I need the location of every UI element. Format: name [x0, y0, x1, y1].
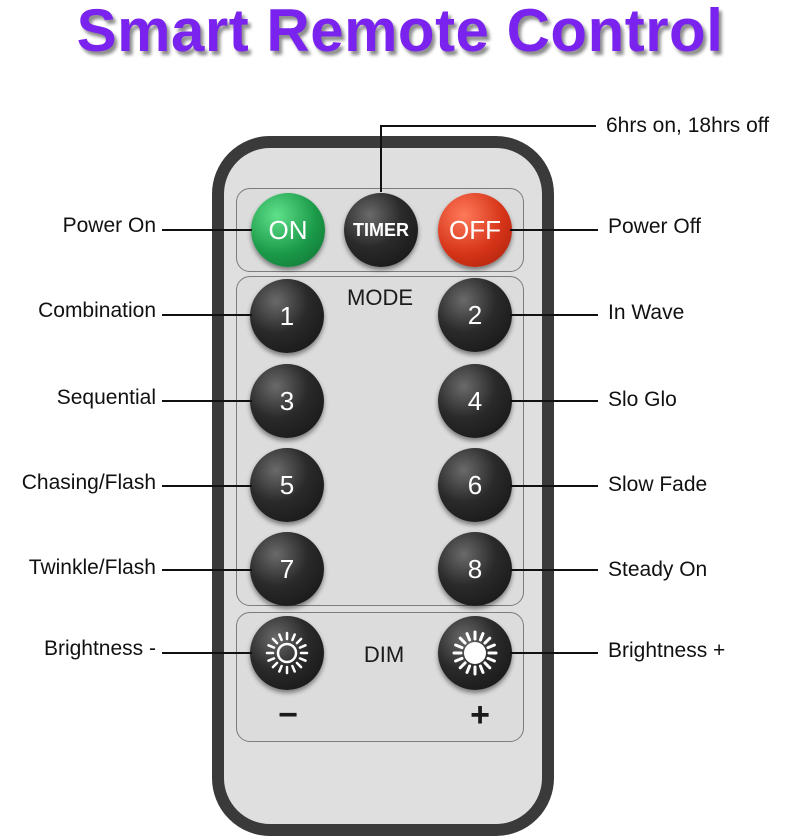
mode-5-button[interactable]: 5 — [250, 448, 324, 522]
timer-callout-vertical — [380, 126, 382, 192]
in-wave-callout-label: In Wave — [608, 301, 685, 324]
power-off-label: OFF — [449, 214, 501, 245]
mode-3-number: 3 — [279, 385, 295, 416]
steady-on-callout-line — [510, 569, 598, 571]
page-title: Smart Remote Control — [76, 0, 724, 64]
brightness-minus-button[interactable] — [250, 616, 324, 690]
mode-7-button[interactable]: 7 — [250, 532, 324, 606]
mode-2-button[interactable]: 2 — [438, 278, 512, 352]
brightness-minus-callout-label: Brightness - — [43, 637, 156, 660]
brightness-plus-callout-label: Brightness + — [608, 639, 726, 662]
slo-glo-callout-label: Slo Glo — [608, 388, 677, 411]
mode-7-number: 7 — [279, 553, 295, 584]
power-off-callout-label: Power Off — [608, 215, 701, 238]
mode-1-number: 1 — [279, 300, 295, 331]
timer-label: TIMER — [353, 219, 409, 240]
in-wave-callout-line — [510, 314, 598, 316]
timer-button[interactable]: TIMER — [344, 193, 418, 267]
mode-4-button[interactable]: 4 — [438, 364, 512, 438]
mode-2-number: 2 — [467, 299, 483, 330]
mode-6-button[interactable]: 6 — [438, 448, 512, 522]
dim-label: DIM — [363, 642, 405, 667]
power-on-callout-label: Power On — [62, 214, 156, 237]
slo-glo-callout-line — [510, 400, 598, 402]
sequential-callout-label: Sequential — [56, 386, 156, 409]
timer-callout-horizontal — [380, 125, 596, 127]
power-on-label: ON — [268, 214, 308, 245]
timer-callout-label: 6hrs on, 18hrs off — [606, 114, 770, 137]
minus-sign: − — [278, 696, 298, 734]
power-on-button[interactable]: ON — [251, 193, 325, 267]
brightness-minus-callout-line — [162, 652, 252, 654]
mode-1-button[interactable]: 1 — [250, 279, 324, 353]
mode-8-button[interactable]: 8 — [438, 532, 512, 606]
plus-sign: + — [470, 696, 490, 734]
power-on-callout-line — [162, 229, 252, 231]
steady-on-callout-label: Steady On — [608, 558, 708, 581]
power-off-callout-line — [510, 229, 598, 231]
mode-4-number: 4 — [467, 385, 483, 416]
slow-fade-callout-line — [510, 485, 598, 487]
combination-callout-label: Combination — [38, 299, 156, 322]
combination-callout-line — [162, 314, 252, 316]
brightness-plus-button[interactable] — [438, 616, 512, 690]
mode-3-button[interactable]: 3 — [250, 364, 324, 438]
mode-5-number: 5 — [279, 469, 295, 500]
mode-8-number: 8 — [467, 553, 483, 584]
slow-fade-callout-label: Slow Fade — [608, 473, 708, 496]
twinkle-flash-callout-line — [162, 569, 252, 571]
mode-label: MODE — [347, 285, 413, 310]
chasing-flash-callout-line — [162, 485, 252, 487]
chasing-flash-callout-label: Chasing/Flash — [21, 471, 156, 494]
brightness-plus-callout-line — [510, 652, 598, 654]
sun-filled-icon — [452, 630, 498, 676]
twinkle-flash-callout-label: Twinkle/Flash — [28, 556, 156, 579]
sun-outline-icon — [265, 631, 309, 675]
mode-6-number: 6 — [467, 469, 483, 500]
power-off-button[interactable]: OFF — [438, 193, 512, 267]
sequential-callout-line — [162, 400, 252, 402]
